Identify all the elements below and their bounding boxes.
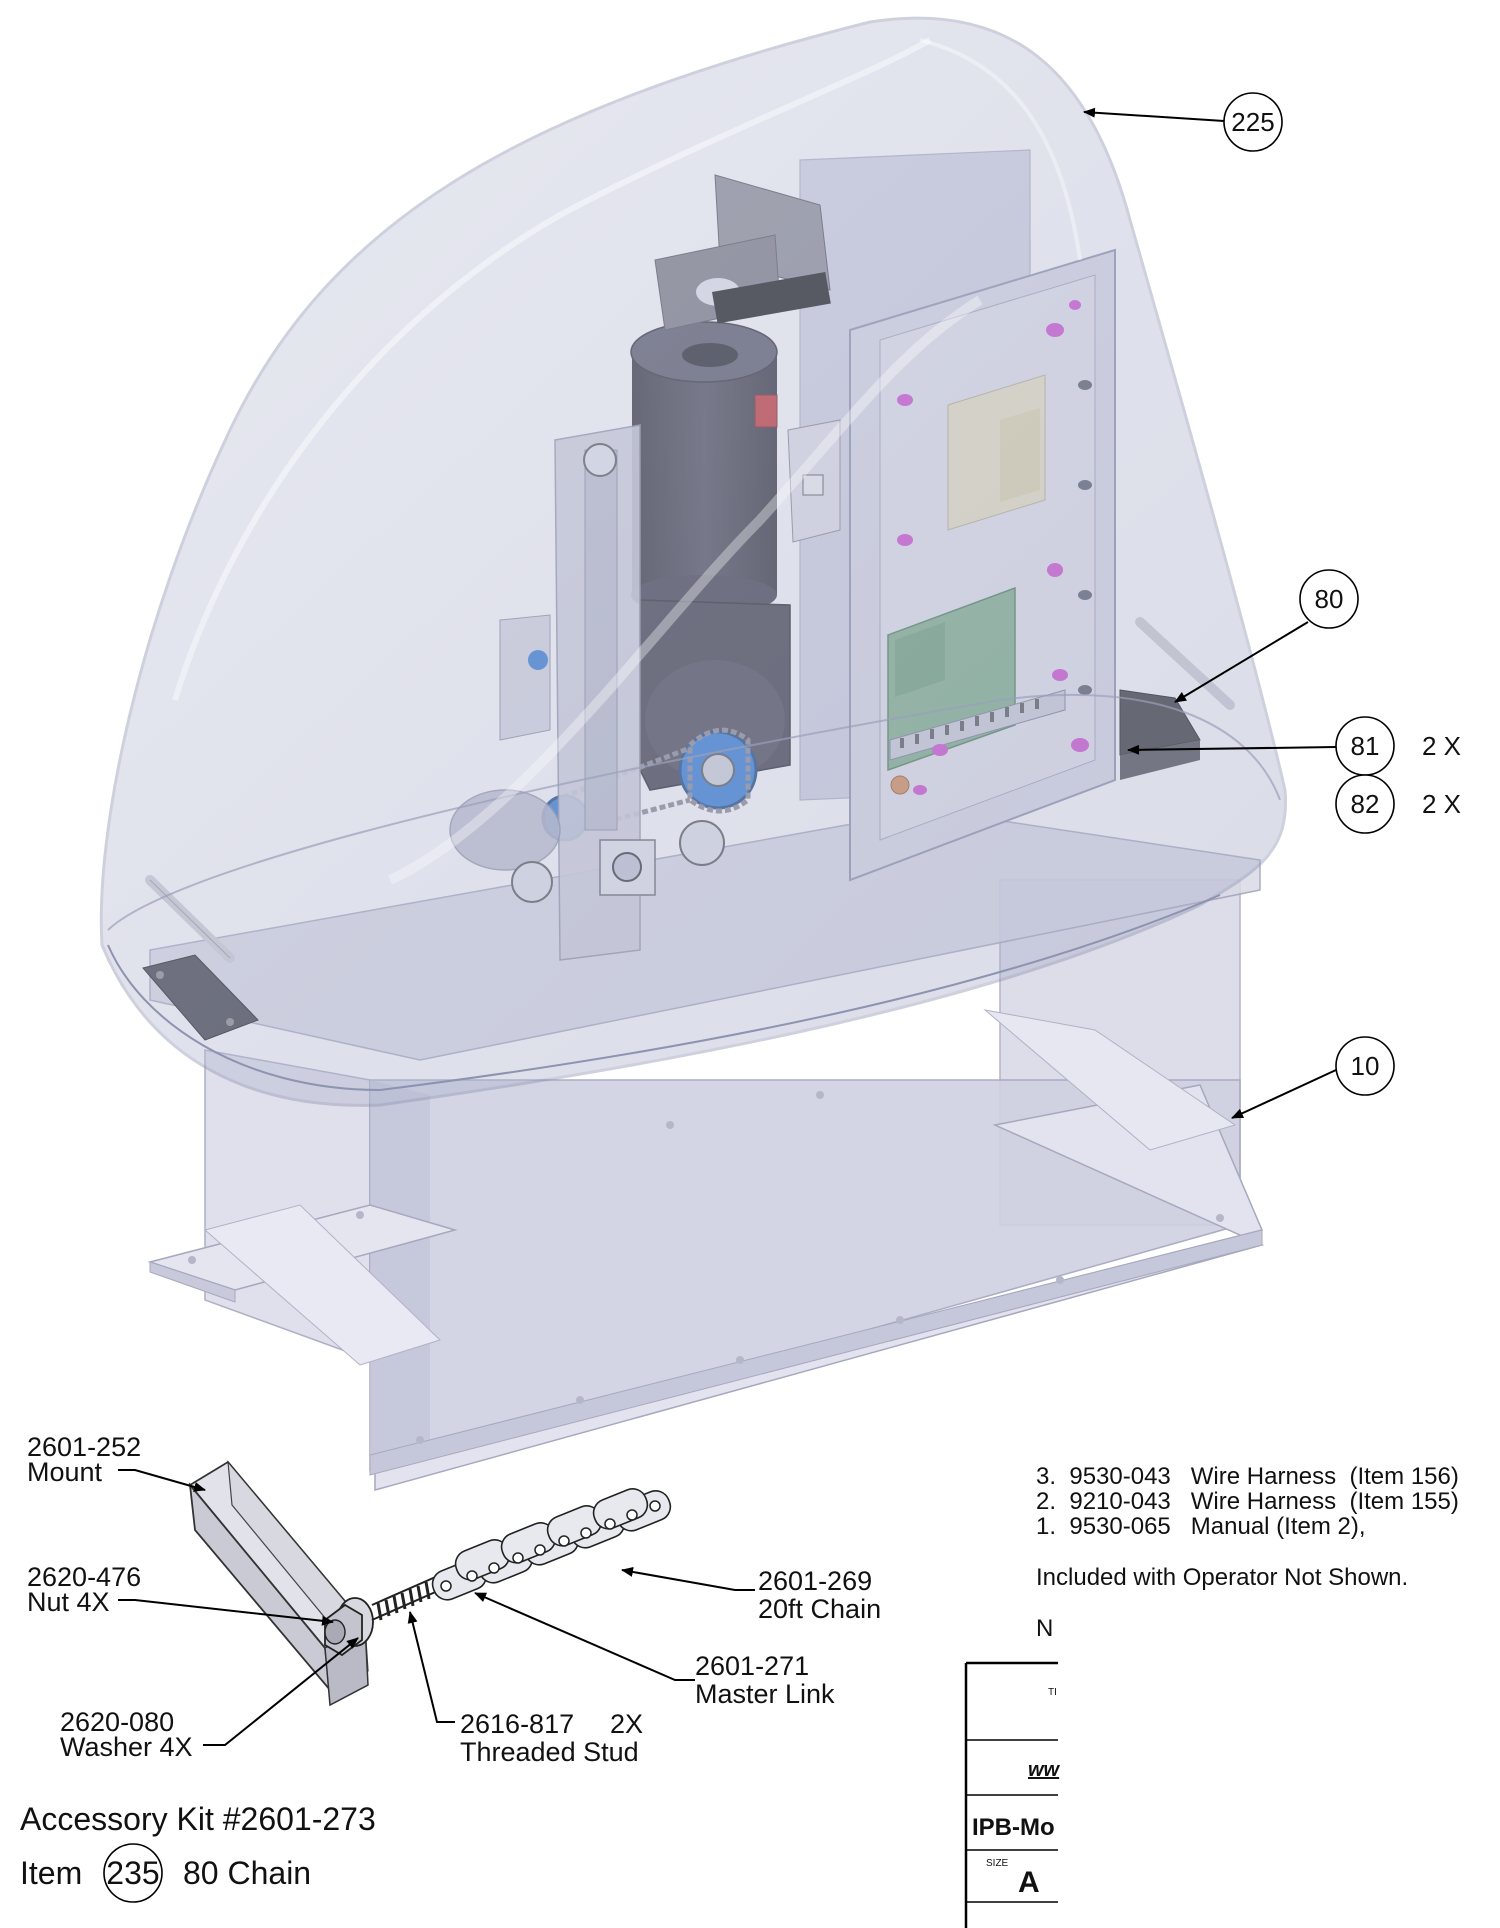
title-block-small-text: TI xyxy=(1048,1687,1057,1698)
base-frame xyxy=(147,879,1265,1491)
title-block-drawing-name: IPB-Mo xyxy=(972,1814,1055,1841)
callout-number: 80 xyxy=(1315,584,1344,614)
note-caption: Included with Operator Not Shown. xyxy=(1036,1564,1408,1591)
title-block-url: ww xyxy=(1028,1759,1061,1781)
note-item-1: 1. 9530-065 Manual (Item 2), xyxy=(1036,1513,1366,1540)
accessory-kit-drawing xyxy=(188,1460,672,1707)
part-number-chain: 2601-269 xyxy=(758,1566,872,1596)
callout-80: 80 xyxy=(1174,569,1359,703)
callout-82: 82 2 X xyxy=(1335,774,1461,834)
part-desc-nut: Nut 4X xyxy=(27,1587,110,1617)
note-item-2: 2. 9210-043 Wire Harness (Item 155) xyxy=(1036,1488,1459,1515)
part-number-stud: 2616-817 xyxy=(460,1709,574,1739)
part-desc-washer: Washer 4X xyxy=(60,1732,193,1762)
title-block xyxy=(964,1661,1058,1928)
part-number-nut: 2620-476 xyxy=(27,1562,141,1592)
accessory-leaders xyxy=(118,1469,755,1746)
item-number-circle xyxy=(103,1843,163,1903)
title-block-size-label: SIZE xyxy=(986,1858,1009,1869)
note-cut-letter: N xyxy=(1036,1615,1053,1642)
part-number-master-link: 2601-271 xyxy=(695,1651,809,1681)
part-qty-stud: 2X xyxy=(610,1709,643,1739)
callout-quantity: 2 X xyxy=(1422,789,1461,819)
accessory-kit-item-number: 235 xyxy=(106,1855,159,1891)
cover xyxy=(99,16,1288,1107)
part-number-mount: 2601-252 xyxy=(27,1432,141,1462)
accessory-kit-title: Accessory Kit #2601-273 xyxy=(20,1801,376,1837)
part-desc-chain: 20ft Chain xyxy=(758,1594,881,1624)
part-number-washer: 2620-080 xyxy=(60,1707,174,1737)
accessory-kit-item-desc: 80 Chain xyxy=(183,1855,311,1891)
callout-number: 82 xyxy=(1351,789,1380,819)
accessory-kit-item-prefix: Item xyxy=(20,1855,82,1891)
callout-225: 225 xyxy=(1083,92,1283,152)
callout-10: 10 xyxy=(1231,1036,1395,1119)
callout-number: 81 xyxy=(1351,731,1380,761)
callout-quantity: 2 X xyxy=(1422,731,1461,761)
title-block-size-value: A xyxy=(1018,1866,1040,1899)
callout-number: 225 xyxy=(1231,107,1274,137)
note-item-3: 3. 9530-043 Wire Harness (Item 156) xyxy=(1036,1463,1459,1490)
part-desc-mount: Mount xyxy=(27,1457,103,1487)
part-desc-master-link: Master Link xyxy=(695,1679,835,1709)
callout-number: 10 xyxy=(1351,1051,1380,1081)
part-desc-stud: Threaded Stud xyxy=(460,1737,639,1767)
callout-81: 81 2 X xyxy=(1127,716,1461,776)
